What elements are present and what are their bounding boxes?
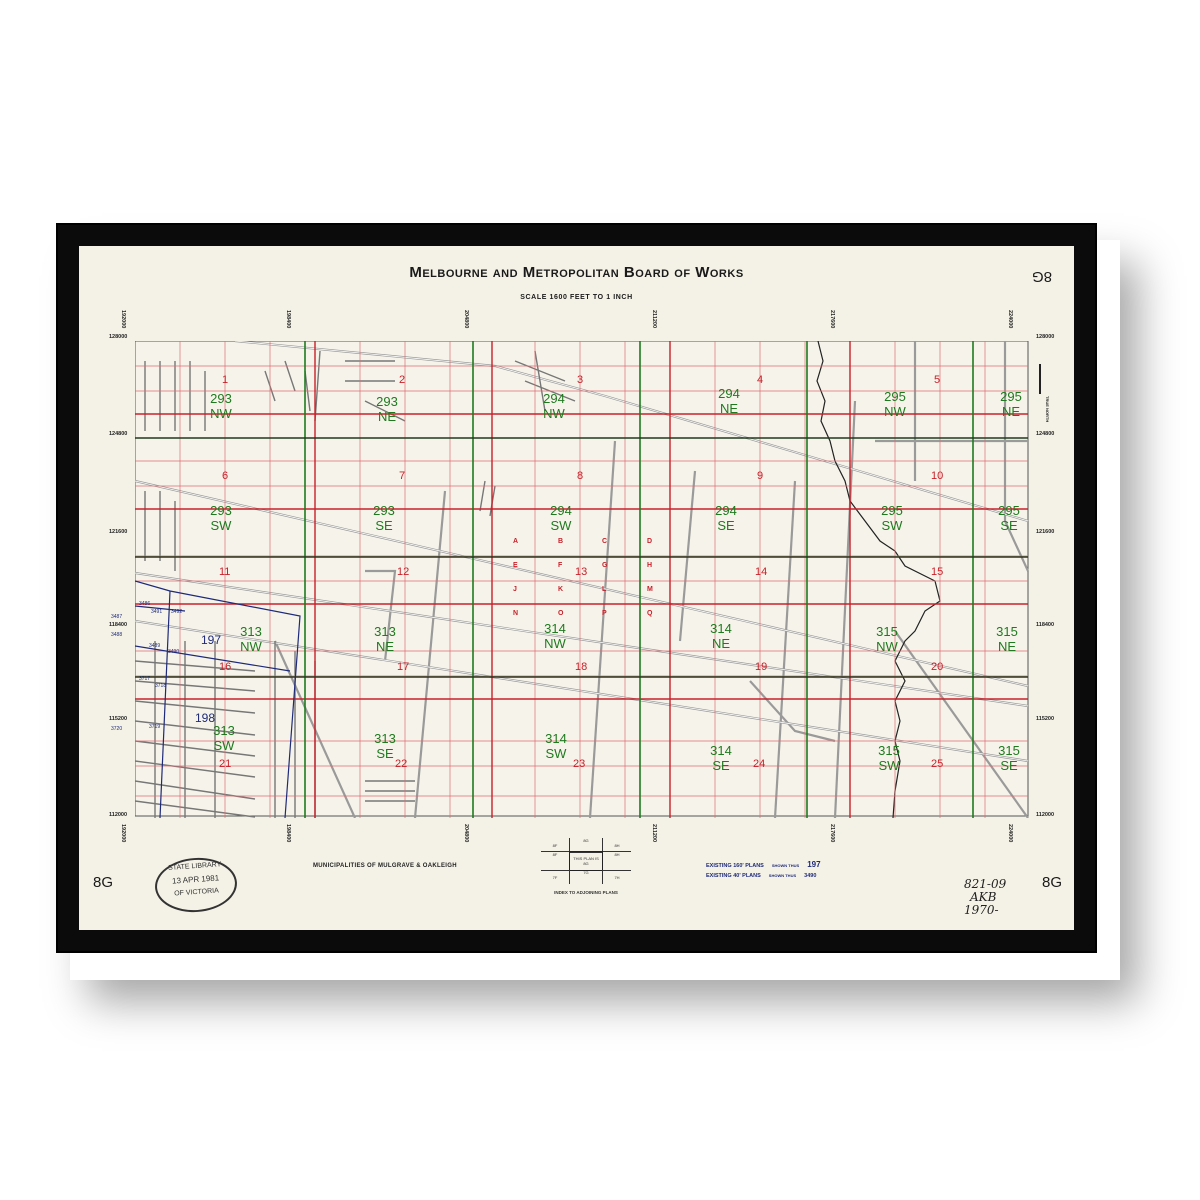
easting-tick: 217600 <box>829 310 835 329</box>
green-grid <box>304 341 974 818</box>
north-arrow-icon <box>1039 364 1041 394</box>
plan-40-label: 3489 <box>149 643 161 649</box>
sheet-id-bottom-right: 8G <box>1042 874 1063 891</box>
plan-40-label: 3492 <box>171 609 183 615</box>
plan-40-label: 3717 <box>139 676 151 682</box>
easting-tick: 192000 <box>120 824 126 843</box>
plan-40-label: 3718 <box>155 683 167 689</box>
plan-40-label: 3491 <box>151 609 163 615</box>
northing-tick: 115200 <box>1036 716 1055 722</box>
north-label: TRUE NORTH <box>1045 396 1050 423</box>
sheet-id-top: 8G <box>1031 268 1052 285</box>
easting-tick: 224000 <box>1007 310 1013 329</box>
municipalities-label: MUNICIPALITIES OF MULGRAVE & OAKLEIGH <box>313 863 457 869</box>
northing-tick: 112000 <box>1036 812 1055 818</box>
map-title: Melbourne and Metropolitan Board of Work… <box>409 264 744 281</box>
map-grid <box>135 341 1029 818</box>
northing-tick: 118400 <box>109 622 128 628</box>
plan-40-label: 3486 <box>139 601 151 607</box>
plan-160-label: 198 <box>195 711 216 725</box>
easting-tick: 204800 <box>463 310 469 329</box>
easting-tick: 198400 <box>285 310 291 329</box>
red-fine-grid <box>135 341 1028 818</box>
handwritten-annotation: 821-09 AKB 1970- <box>964 877 1007 917</box>
easting-tick: 217600 <box>829 824 835 843</box>
plan-160-label: 197 <box>201 633 222 647</box>
northing-tick: 128000 <box>109 334 128 340</box>
plan-160-outlines <box>135 580 301 818</box>
plan-40-label: 3720 <box>111 726 123 732</box>
plan-40-label: 3487 <box>111 614 123 620</box>
easting-tick: 192000 <box>120 310 126 329</box>
plan-40-label: 3488 <box>111 632 123 638</box>
red-major-grid <box>135 341 1028 818</box>
northing-tick: 124800 <box>109 431 128 437</box>
northing-tick: 121600 <box>1036 529 1055 535</box>
northing-tick: 118400 <box>1036 622 1055 628</box>
state-library-stamp: STATE LIBRARY 13 APR 1981 OF VICTORIA <box>153 855 239 915</box>
easting-tick: 198400 <box>285 824 291 843</box>
northing-tick: 128000 <box>1036 334 1055 340</box>
plan-40-label: 3719 <box>149 724 161 730</box>
easting-tick: 204800 <box>463 824 469 843</box>
northing-tick: 121600 <box>109 529 128 535</box>
northing-tick: 115200 <box>109 716 128 722</box>
northing-tick: 112000 <box>109 812 128 818</box>
northing-tick: 124800 <box>1036 431 1055 437</box>
map-scale: SCALE 1600 FEET TO 1 INCH <box>520 294 633 301</box>
easting-tick: 211200 <box>651 310 657 329</box>
easting-tick: 211200 <box>651 824 657 843</box>
easting-tick: 224000 <box>1007 824 1013 843</box>
plan-40-label: 3490 <box>168 649 180 655</box>
dark-grid <box>135 437 1028 678</box>
sheet-id-bottom-left: 8G <box>93 874 114 891</box>
creek <box>816 341 941 818</box>
map-sheet: Melbourne and Metropolitan Board of Work… <box>79 246 1074 930</box>
